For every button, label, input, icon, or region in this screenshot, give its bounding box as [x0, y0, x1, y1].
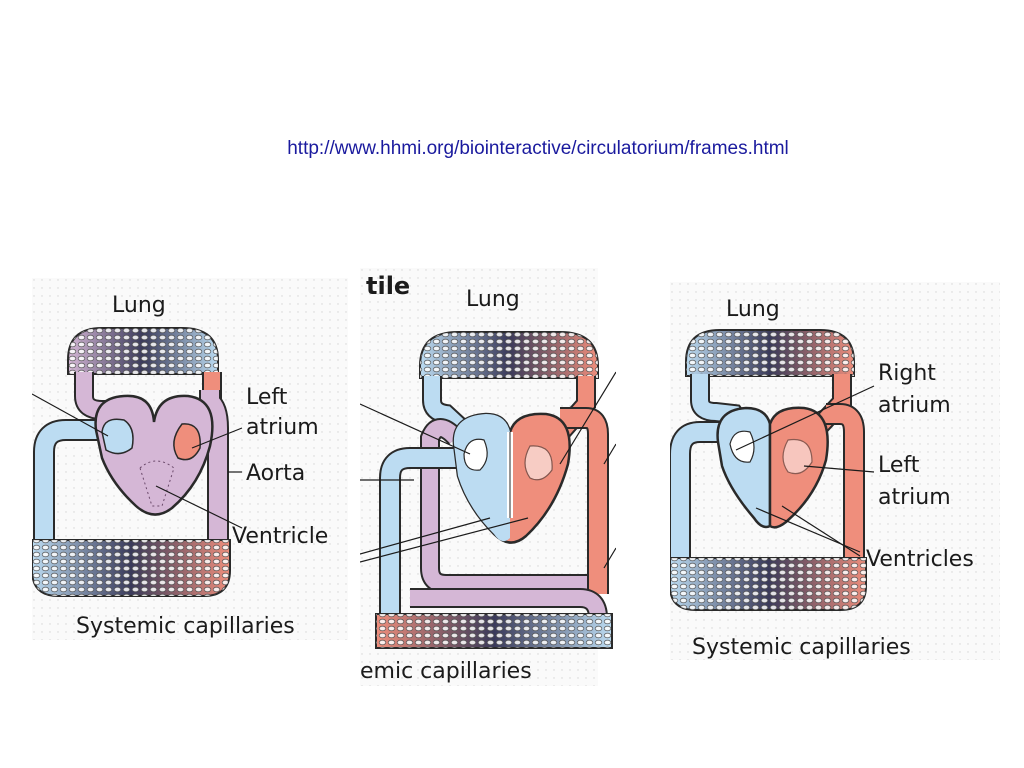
label-systemic-capillaries: emic capillaries — [360, 659, 532, 684]
leader-line — [735, 385, 875, 451]
right-aortic-arch — [560, 409, 607, 594]
label-right-atrium-line1: Right — [878, 361, 936, 386]
heart — [452, 412, 571, 544]
leader-line — [191, 427, 243, 449]
leader-line — [603, 443, 616, 465]
source-url[interactable]: http://www.hhmi.org/biointeractive/circu… — [287, 138, 789, 159]
leader-line — [32, 393, 109, 437]
leader-line — [603, 547, 616, 569]
right-atrium-chamber — [463, 438, 488, 471]
label-lung: Lung — [466, 287, 520, 312]
heart-diagram-partial-septum: tile Lung emic capillaries — [360, 268, 616, 686]
systemic-vein — [381, 449, 460, 618]
lung-capillary-bed — [67, 327, 219, 375]
label-right-atrium-line2: atrium — [878, 393, 951, 418]
left-aortic-arch — [422, 420, 590, 592]
label-systemic-capillaries: Systemic capillaries — [692, 635, 911, 660]
right-atrium — [101, 418, 134, 455]
systemic-circulation — [670, 403, 865, 558]
label-title-fragment: tile — [366, 272, 410, 300]
left-atrium-chamber — [782, 438, 813, 475]
ventricle-chamber — [139, 460, 175, 507]
label-lung: Lung — [726, 297, 780, 322]
lung-capillary-bed — [685, 329, 855, 377]
lung-capillary-bed — [419, 331, 599, 379]
label-systemic-capillaries: Systemic capillaries — [76, 614, 295, 639]
heart-diagram-four-chambers: Lung Right atrium Left atrium Ventricles… — [670, 282, 1000, 660]
label-left-atrium-line1: Left — [878, 453, 920, 478]
heart-diagram-single-ventricle: Lung Left atrium Aorta Ventricle Systemi… — [32, 278, 348, 640]
label-left-atrium-line2: atrium — [878, 485, 951, 510]
leader-line — [559, 371, 616, 465]
systemic-capillary-bed — [32, 539, 231, 597]
leader-line — [155, 485, 243, 529]
pulmonary-artery — [424, 376, 478, 444]
label-left-atrium-line2: atrium — [246, 415, 319, 440]
label-ventricles: Ventricles — [866, 547, 974, 572]
systemic-circulation — [33, 390, 229, 540]
left-atrium — [173, 423, 201, 461]
left-atrium-chamber — [524, 445, 553, 481]
label-left-atrium-line1: Left — [246, 385, 288, 410]
label-aorta: Aorta — [246, 461, 305, 486]
systemic-capillary-bed — [670, 557, 867, 611]
leader-line — [360, 403, 471, 455]
leader-line — [781, 505, 861, 557]
label-ventricle: Ventricle — [232, 524, 328, 549]
leader-line — [360, 517, 491, 555]
pulmonary-artery — [692, 374, 753, 437]
heart — [94, 394, 214, 516]
label-lung: Lung — [112, 293, 166, 318]
leader-line — [360, 517, 529, 563]
leader-line — [803, 465, 875, 473]
systemic-capillary-bed — [375, 613, 613, 649]
